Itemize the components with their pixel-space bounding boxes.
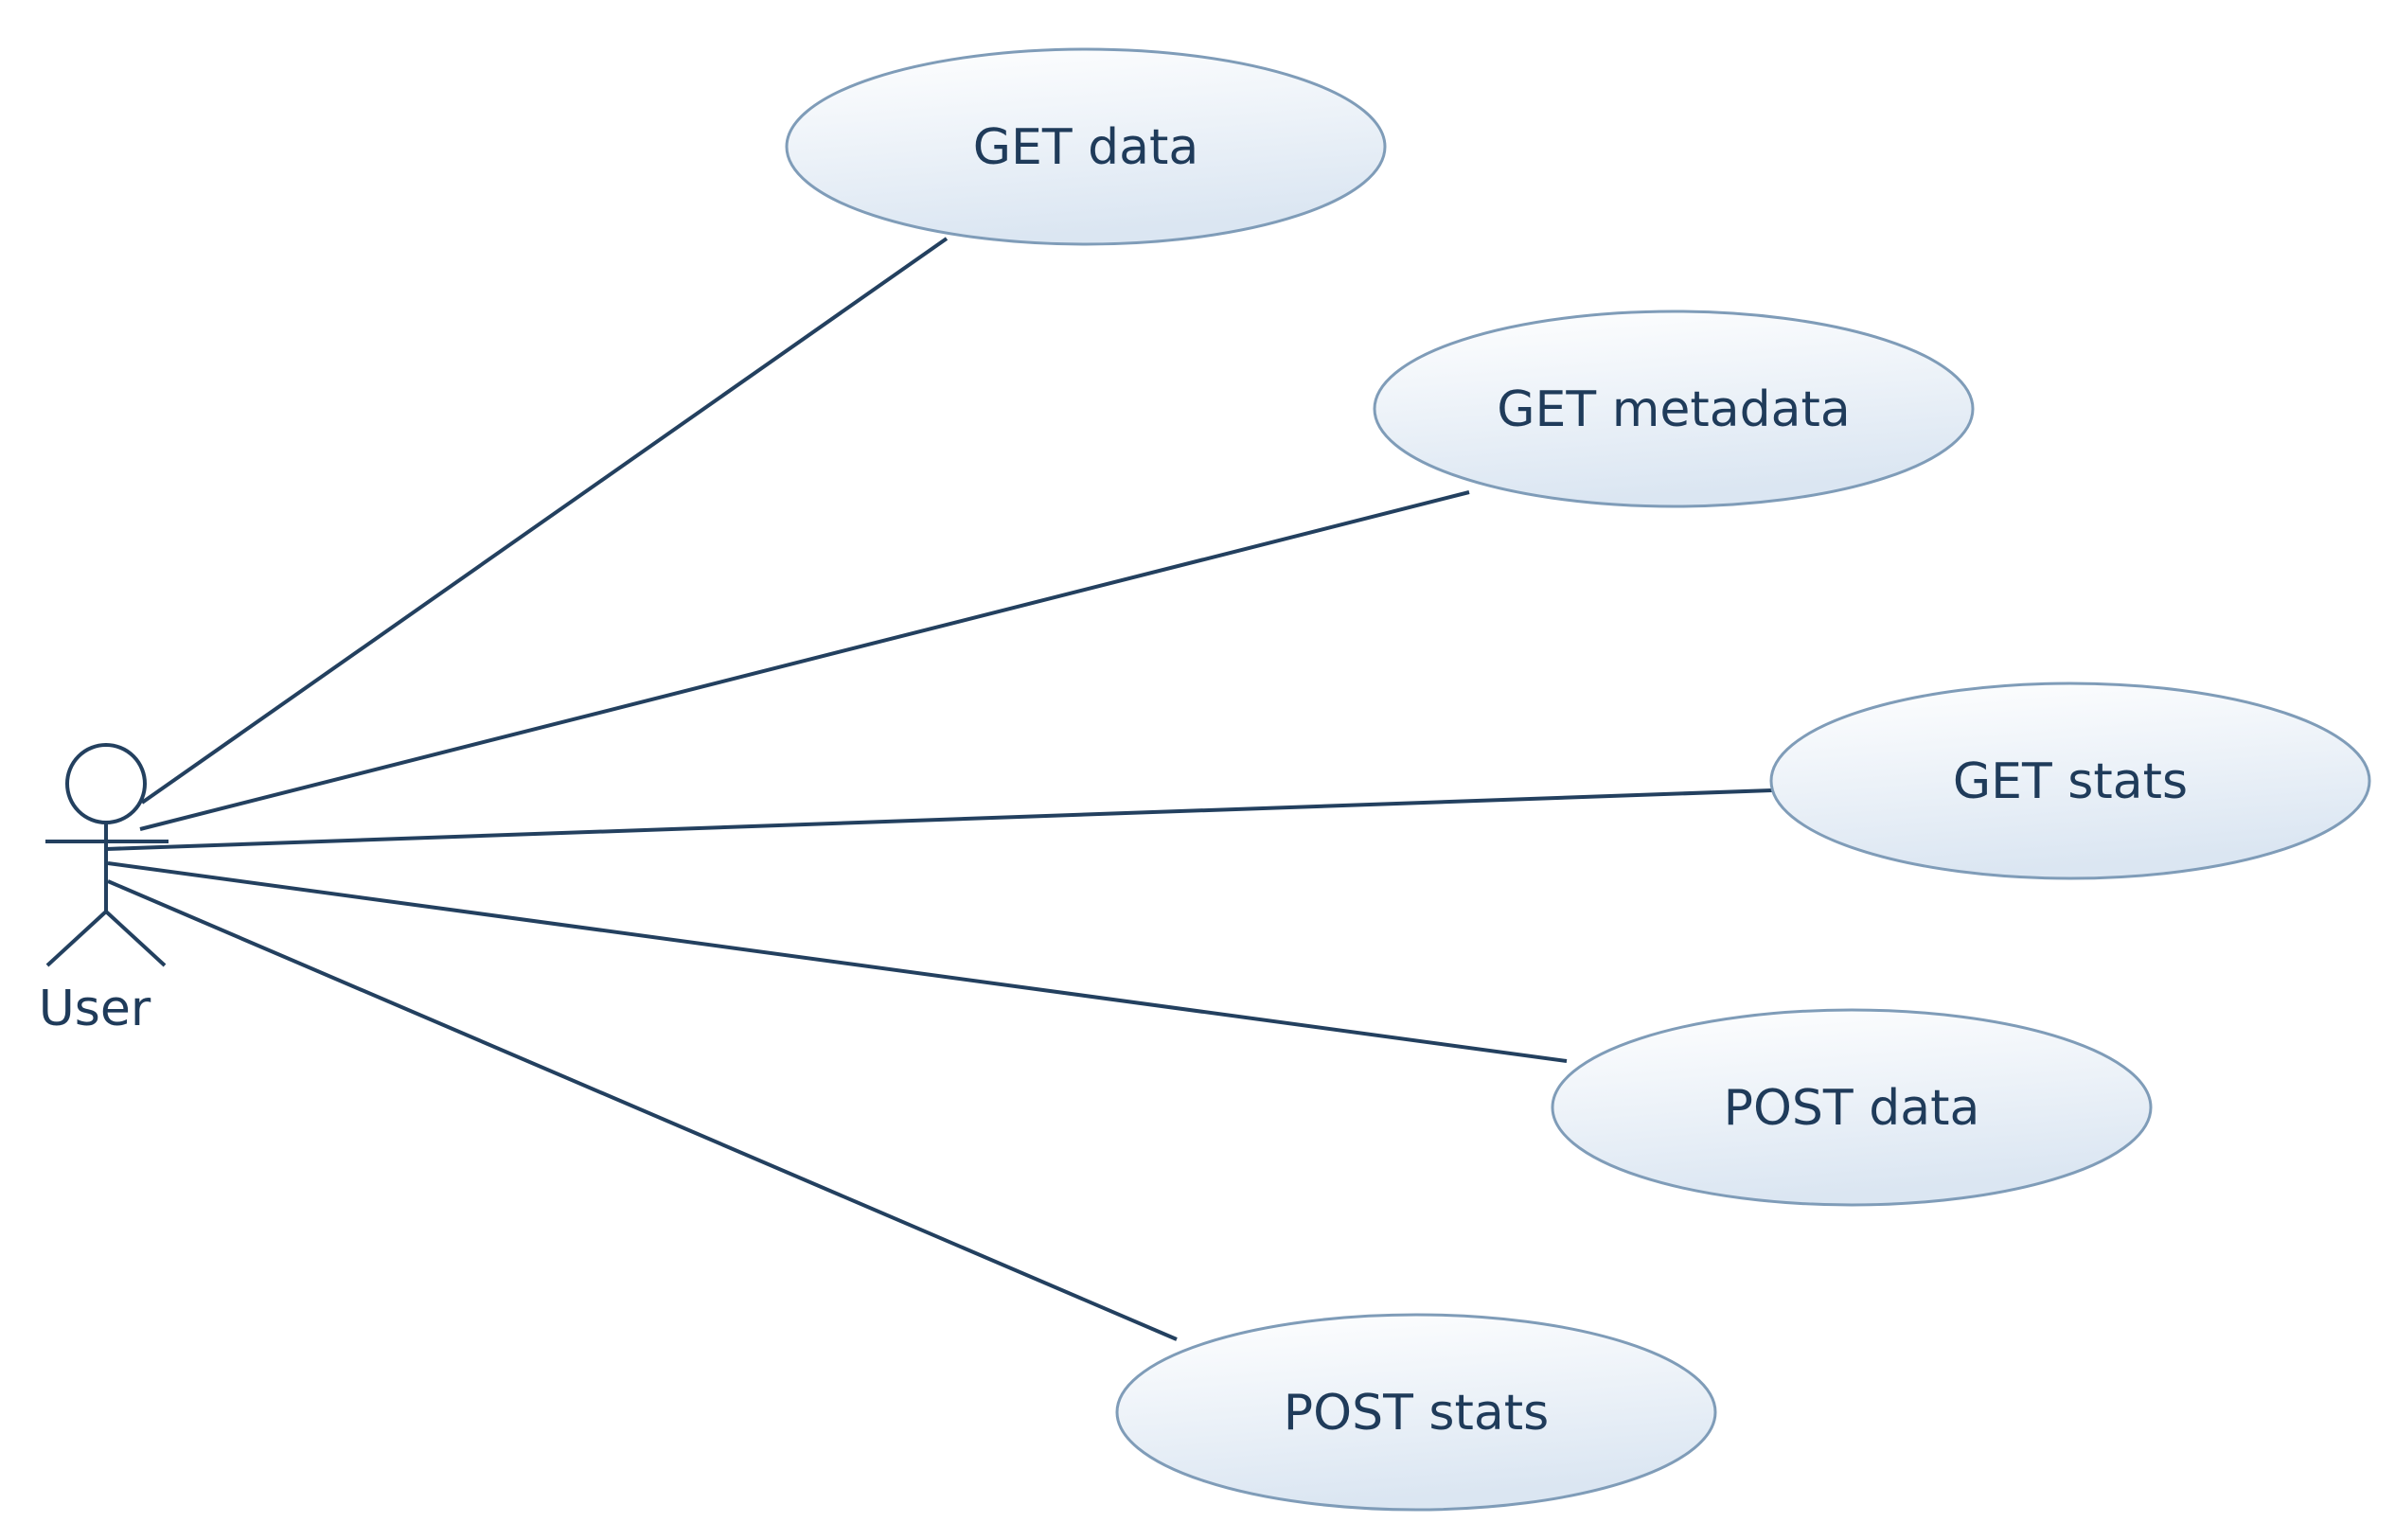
- association-get-data[interactable]: [140, 237, 949, 805]
- association-get-metadata[interactable]: [139, 490, 1470, 831]
- use-case-ellipse: [1551, 1008, 2153, 1207]
- use-case-post-stats[interactable]: POST stats: [1115, 1313, 1717, 1512]
- actor-head: [65, 743, 147, 824]
- association-get-stats[interactable]: [105, 788, 1773, 851]
- use-case-ellipse: [785, 47, 1387, 246]
- use-case-get-stats[interactable]: GET stats: [1769, 681, 2371, 880]
- use-case-label: GET stats: [1953, 753, 2188, 810]
- use-case-post-data[interactable]: POST data: [1551, 1008, 2153, 1207]
- use-case-ellipse: [1373, 310, 1975, 508]
- use-case-get-metadata[interactable]: GET metadata: [1373, 310, 1975, 508]
- association-post-stats[interactable]: [107, 879, 1178, 1341]
- actor-label: User: [39, 981, 151, 1037]
- use-case-label: POST data: [1724, 1080, 1980, 1137]
- use-case-label: GET data: [973, 119, 1199, 176]
- associations: [105, 237, 1773, 1341]
- use-case-ellipse: [1769, 681, 2371, 880]
- actor-right-leg: [104, 910, 167, 967]
- use-case-get-data[interactable]: GET data: [785, 47, 1387, 246]
- actor-user[interactable]: [45, 743, 169, 967]
- use-case-ellipse: [1115, 1313, 1717, 1512]
- actor-left-leg: [45, 910, 108, 967]
- association-post-data[interactable]: [107, 861, 1568, 1063]
- use-case-label: GET metadata: [1497, 381, 1850, 438]
- use-case-label: POST stats: [1284, 1385, 1549, 1442]
